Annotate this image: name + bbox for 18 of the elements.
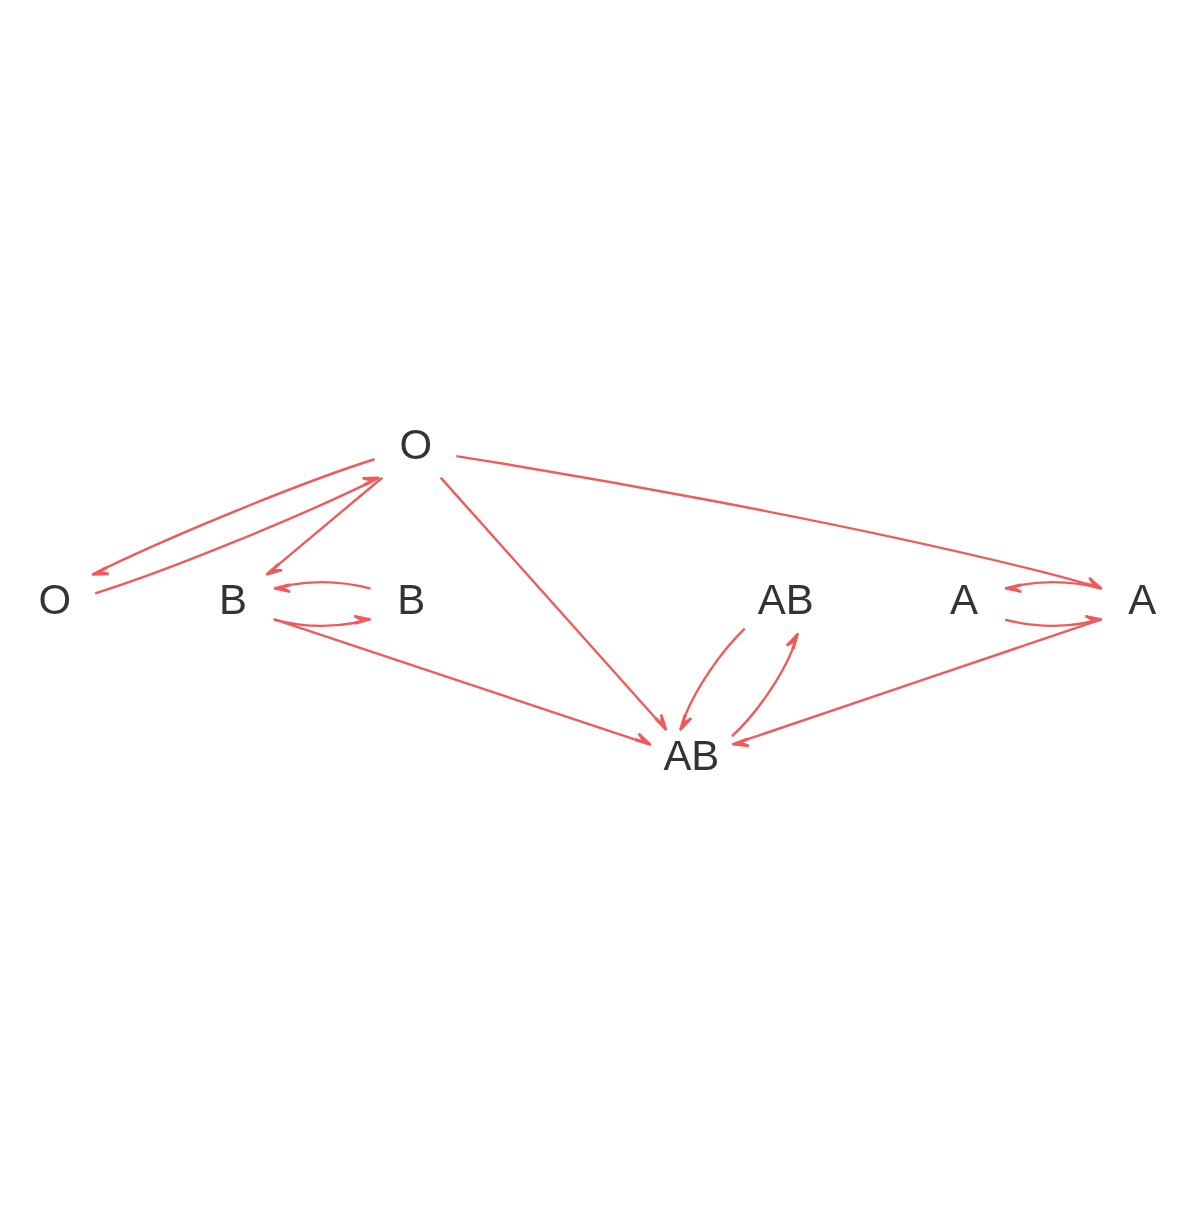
node-text: AB: [757, 576, 814, 624]
arrow: [1003, 580, 1102, 593]
arrow: [731, 632, 800, 738]
arrow: [94, 476, 381, 595]
arrow: [273, 617, 652, 746]
arrow: [265, 476, 383, 576]
arrow: [731, 618, 1102, 748]
node-text: A: [950, 576, 979, 624]
arrow: [678, 627, 746, 732]
node-text: B: [218, 576, 247, 624]
arrow: [272, 580, 371, 593]
node-text: AB: [663, 732, 720, 780]
node-text: A: [1128, 576, 1157, 624]
node-text: O: [399, 420, 433, 468]
node-text: O: [38, 576, 72, 624]
arrow: [439, 476, 668, 732]
node-text: B: [397, 576, 426, 624]
arrow: [91, 458, 375, 576]
